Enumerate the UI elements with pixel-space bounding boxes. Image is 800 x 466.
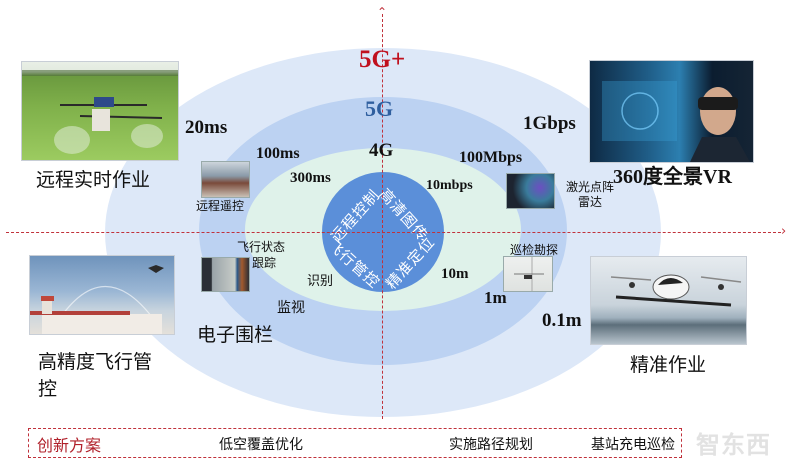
footer-item-implementation-path: 实施路径规划 (449, 437, 533, 453)
bandwidth-100mbps: 100Mbps (459, 149, 523, 166)
precision-10m: 10m (441, 266, 469, 282)
label-patrol-exploration: 巡检勘探 (510, 243, 559, 257)
label-laser-lidar-line1: 激光点阵 (566, 180, 615, 194)
inspection-drone-icon (514, 257, 544, 291)
airspace-dome-photo (29, 255, 175, 335)
footer-title: 创新方案 (37, 436, 102, 455)
label-laser-lidar-line2: 雷达 (578, 195, 603, 209)
label-360-vr: 360度全景VR (613, 166, 732, 188)
label-4g: 4G (369, 140, 394, 161)
footer-item-low-altitude-coverage: 低空覆盖优化 (219, 437, 303, 453)
latency-100ms: 100ms (256, 145, 300, 162)
footer-item-base-station-charging: 基站充电巡检 (591, 437, 675, 453)
latency-300ms: 300ms (290, 170, 331, 186)
vr-headset-photo (589, 60, 754, 163)
laser-lidar-thumbnail (506, 173, 555, 209)
label-monitor: 监视 (277, 300, 305, 316)
passenger-drone-photo (590, 256, 747, 345)
precision-0-1m: 0.1m (542, 310, 582, 331)
label-remote-realtime-operation: 远程实时作业 (36, 169, 151, 191)
label-flight-status-line2: 跟踪 (252, 256, 277, 270)
vertical-axis (382, 14, 383, 419)
label-remote-control: 远程遥控 (196, 199, 245, 213)
label-high-precision-flight-control-line2: 控 (38, 378, 58, 400)
drone-icon (22, 70, 178, 154)
label-flight-status-line1: 飞行状态 (237, 240, 286, 254)
horizontal-axis (6, 232, 781, 233)
precision-1m: 1m (484, 288, 507, 307)
horizontal-axis-arrow-icon: › (781, 224, 787, 239)
remote-control-thumbnail (201, 161, 250, 198)
bandwidth-1gbps: 1Gbps (523, 113, 576, 134)
dome-icon (30, 265, 164, 334)
inspection-drone-thumbnail (503, 256, 553, 292)
label-5g: 5G (365, 96, 394, 121)
label-identify: 识别 (307, 274, 334, 289)
label-5gplus: 5G+ (359, 46, 406, 73)
innovation-solutions-bar: 创新方案 低空覆盖优化 实施路径规划 基站充电巡检 (28, 428, 682, 458)
label-high-precision-flight-control-line1: 高精度飞行管 (38, 351, 153, 373)
label-precision-operation: 精准作业 (630, 354, 707, 376)
flight-tracking-thumbnail (201, 257, 250, 292)
vertical-axis-arrow-icon: ⌃ (377, 5, 388, 19)
watermark: 智东西 (696, 430, 771, 459)
latency-20ms: 20ms (185, 117, 228, 138)
agricultural-drone-photo (21, 61, 179, 161)
label-electronic-fence: 电子围栏 (197, 324, 274, 346)
vr-person-icon (602, 81, 750, 162)
passenger-drone-icon (610, 274, 742, 307)
bandwidth-10mbps: 10mbps (426, 178, 473, 193)
